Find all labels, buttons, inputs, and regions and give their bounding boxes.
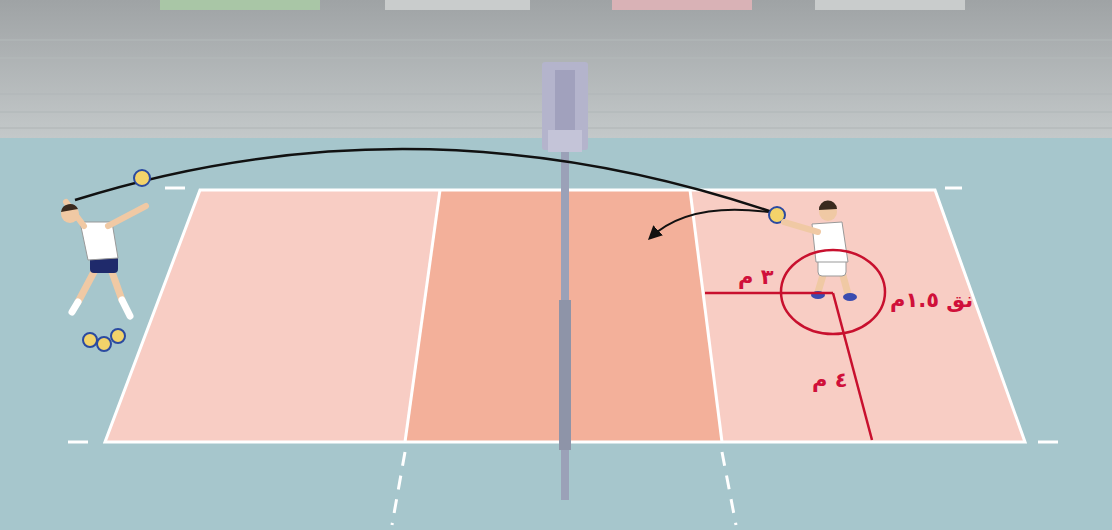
- server-player: [61, 202, 146, 316]
- balls: [83, 170, 785, 351]
- pass-arrow: [650, 210, 775, 238]
- dimension-label: ٤ م: [812, 370, 848, 391]
- floor: [0, 138, 1112, 530]
- serve-trajectory: [75, 149, 775, 213]
- zone-marks: [705, 250, 885, 440]
- banners: [160, 0, 965, 10]
- dimension-label: نق ١.٥م: [890, 290, 973, 311]
- dimension-label: ٣ م: [738, 267, 774, 288]
- net-post: [542, 62, 588, 500]
